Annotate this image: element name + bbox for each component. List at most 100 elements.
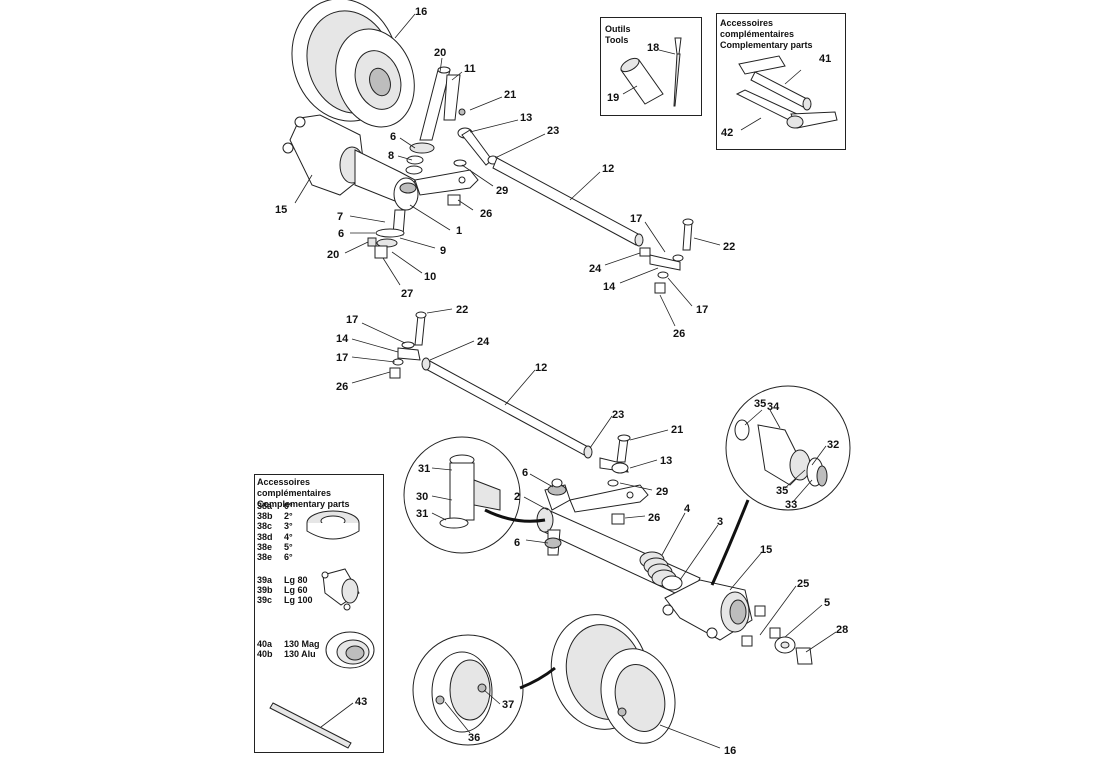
callout-25: 25	[797, 578, 809, 590]
callout-22-a: 22	[723, 241, 735, 253]
accessories-bottom-illustration: 43	[269, 510, 375, 749]
callout-15-upper: 15	[275, 204, 287, 216]
callout-17-c: 17	[346, 314, 358, 326]
callout-22-b: 22	[456, 304, 468, 316]
accessories-bottom-title-fr: Accessoires complémentaires	[257, 477, 332, 498]
callout-23-upper: 23	[547, 125, 559, 137]
tie-rod-middle	[389, 311, 593, 459]
callout-5: 5	[824, 597, 830, 609]
callout-27: 27	[401, 288, 413, 300]
callout-6-upper: 6	[390, 131, 396, 143]
callout-labels: 16 20 11 21 13 23 6 8 29 26 12 15 7 1 6 …	[275, 6, 848, 757]
callout-26-lower: 26	[648, 512, 660, 524]
callout-35-b: 35	[776, 485, 788, 497]
callout-17-b: 17	[696, 304, 708, 316]
leader-lines	[294, 13, 837, 749]
tie-rod-upper	[492, 157, 694, 294]
callout-13-upper: 13	[520, 112, 532, 124]
tools-box: Outils Tools 18 19	[600, 17, 702, 116]
callout-11: 11	[464, 63, 476, 75]
callout-26-a: 26	[673, 328, 685, 340]
accessories-bottom-box: Accessoires complémentaires Complementar…	[254, 474, 384, 753]
callout-16-top: 16	[415, 6, 427, 18]
callout-14-a: 14	[603, 281, 616, 293]
callout-28: 28	[836, 624, 848, 636]
callout-21-upper: 21	[504, 89, 516, 101]
callout-6-lower-a: 6	[522, 467, 528, 479]
callout-30: 30	[416, 491, 428, 503]
callout-34: 34	[767, 401, 780, 413]
detail-circle-wheel	[412, 634, 556, 746]
callout-1: 1	[456, 225, 462, 237]
callout-32: 32	[827, 439, 839, 451]
callout-29-lower: 29	[656, 486, 668, 498]
callout-13-mid: 13	[660, 455, 672, 467]
callout-12-upper: 12	[602, 163, 614, 175]
callout-29-upper: 29	[496, 185, 508, 197]
callout-43: 43	[355, 696, 367, 708]
callout-16-bottom: 16	[724, 745, 736, 757]
callout-7: 7	[337, 211, 343, 223]
wheel-rim-top	[291, 0, 415, 128]
callout-8: 8	[388, 150, 394, 162]
callout-17-a: 17	[630, 213, 642, 225]
callout-20-lower: 20	[327, 249, 339, 261]
wheel-rim-bottom	[550, 614, 676, 744]
tools-title-fr: Outils	[605, 24, 631, 34]
callout-10: 10	[424, 271, 436, 283]
accessories-top-title-fr: Accessoires complémentaires	[720, 18, 795, 39]
callout-35-a: 35	[754, 398, 766, 410]
callout-26-b: 26	[336, 381, 348, 393]
callout-36: 36	[468, 732, 480, 744]
callout-3: 3	[717, 516, 723, 528]
callout-15-lower: 15	[760, 544, 772, 556]
detail-circle-hub	[710, 385, 851, 586]
tools-illustration: 18 19	[607, 37, 682, 107]
callout-6-lower-b: 6	[514, 537, 520, 549]
callout-33: 33	[785, 499, 797, 511]
callout-21-mid: 21	[671, 424, 683, 436]
king-pin-upper	[405, 66, 499, 206]
callout-24-b: 24	[477, 336, 490, 348]
callout-24-a: 24	[589, 263, 602, 275]
callout-4: 4	[684, 503, 691, 515]
callout-6-mid: 6	[338, 228, 344, 240]
callout-2: 2	[514, 491, 520, 503]
callout-23-mid: 23	[612, 409, 624, 421]
callout-18: 18	[647, 42, 659, 54]
callout-17-d: 17	[336, 352, 348, 364]
callout-31-b: 31	[416, 508, 428, 520]
accessories-top-illustration: 41 42	[721, 53, 838, 139]
callout-12-mid: 12	[535, 362, 547, 374]
callout-20-upper: 20	[434, 47, 446, 59]
callout-19: 19	[607, 92, 619, 104]
accessories-top-title-en: Complementary parts	[720, 40, 813, 50]
detail-circle-kingpin	[403, 436, 546, 554]
callout-9: 9	[440, 245, 446, 257]
callout-26-upper: 26	[480, 208, 492, 220]
callout-41: 41	[819, 53, 831, 65]
callout-14-b: 14	[336, 333, 349, 345]
tools-title-en: Tools	[605, 35, 629, 45]
accessories-top-box: Accessoires complémentaires Complementar…	[716, 13, 846, 150]
upper-spindle-assembly	[282, 114, 479, 259]
callout-37: 37	[502, 699, 514, 711]
callout-31-a: 31	[418, 463, 430, 475]
tie-rod-end-lower	[599, 434, 631, 487]
callout-42: 42	[721, 127, 733, 139]
accessories-bottom-title-en: Complementary parts	[257, 499, 350, 509]
